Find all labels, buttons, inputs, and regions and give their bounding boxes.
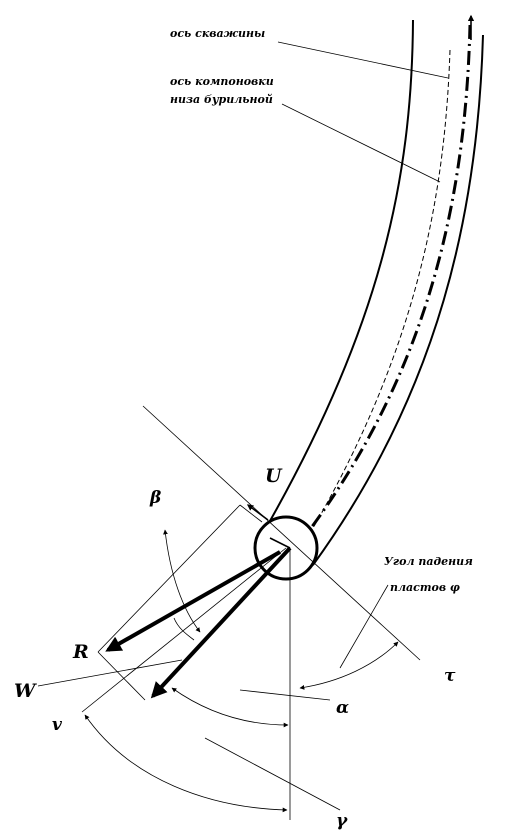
center-leader bbox=[269, 537, 291, 549]
bha-axis-line bbox=[300, 24, 472, 541]
v-direction-line bbox=[81, 547, 287, 713]
parallelogram-inner bbox=[239, 504, 263, 523]
bha-axis-label-line2: низа бурильной bbox=[170, 93, 273, 106]
alpha-leader bbox=[239, 689, 331, 701]
bedding-plane-line bbox=[142, 405, 421, 661]
label-W: W bbox=[14, 680, 37, 702]
vector-main bbox=[150, 546, 292, 699]
label-beta: β bbox=[149, 488, 161, 508]
beta-arc bbox=[163, 529, 201, 633]
parallelogram-left bbox=[97, 651, 146, 701]
borehole-right-wall bbox=[312, 34, 484, 566]
label-U: U bbox=[265, 465, 283, 487]
phi-leader bbox=[339, 584, 389, 669]
bha-axis-label-line1: ось компоновки bbox=[170, 75, 274, 88]
label-gamma: γ bbox=[336, 811, 348, 831]
label-R: R bbox=[72, 641, 89, 663]
vector-U bbox=[246, 504, 269, 521]
parallelogram-top bbox=[97, 504, 241, 653]
beta-inner-arc bbox=[173, 617, 195, 641]
label-alpha: α bbox=[336, 698, 349, 718]
well-axis-label: ось скважины bbox=[170, 27, 265, 40]
dip-angle-label-line1: Угол падения bbox=[384, 555, 473, 568]
gamma-leader bbox=[204, 737, 341, 811]
vector-R bbox=[105, 550, 281, 652]
gamma-arc bbox=[84, 714, 288, 813]
label-tau: τ bbox=[444, 666, 456, 686]
w-direction-line bbox=[37, 659, 183, 687]
well-axis-leader bbox=[277, 41, 449, 79]
dip-angle-label-line2: пластов φ bbox=[390, 581, 460, 594]
bha-axis-leader bbox=[281, 103, 441, 183]
label-v: v bbox=[52, 715, 63, 735]
phi-arc bbox=[299, 641, 399, 690]
borehole-left-wall bbox=[261, 19, 414, 536]
